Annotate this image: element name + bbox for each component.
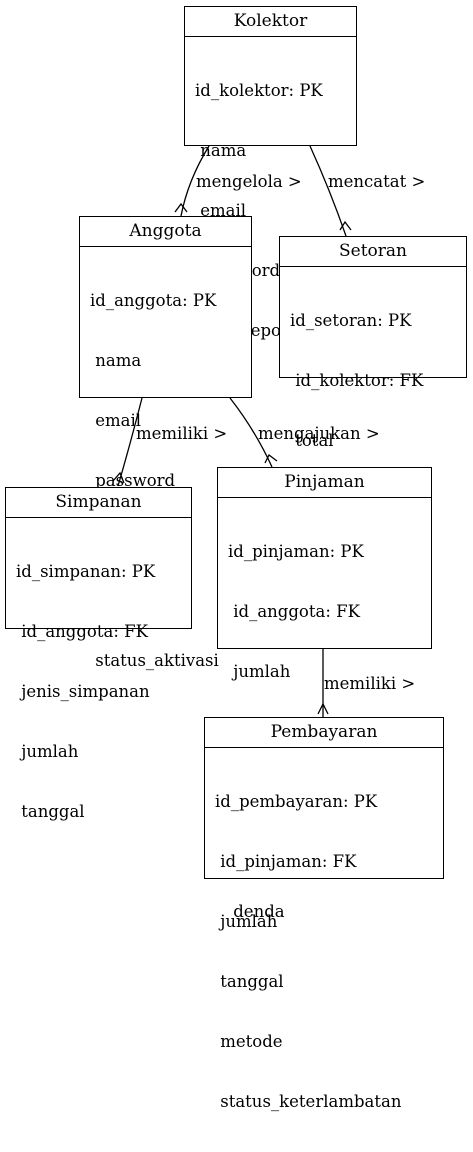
field: id_pinjaman: FK [215,852,357,871]
edge-kolektor-anggota [180,145,210,217]
crowfoot-pinjaman [264,454,278,464]
field: jenis_simpanan [16,682,150,701]
edge-anggota-simpanan [117,397,143,487]
entity-title: Pembayaran [205,718,443,748]
field: id_pinjaman: PK [228,542,364,561]
field: id_pembayaran: PK [215,792,378,811]
entity-title: Anggota [80,217,251,247]
entity-title: Simpanan [6,488,191,518]
entity-fields: id_simpanan: PK id_anggota: FK jenis_sim… [6,518,191,862]
field: tanggal [215,972,284,991]
entity-title: Setoran [280,237,466,267]
field: nama [195,141,247,160]
field: email [90,411,142,430]
crowfoot-pembayaran [317,702,329,715]
field: id_kolektor: FK [290,371,424,390]
field: status_aktivasi [90,651,219,670]
entity-setoran: Setoran id_setoran: PK id_kolektor: FK t… [279,236,467,570]
field: id_setoran: PK [290,311,412,330]
field: total [290,431,334,450]
relation-label-mencatat: mencatat > [328,172,426,191]
entity-title: Pinjaman [218,468,431,498]
field: id_kolektor: PK [195,81,323,100]
relation-label-mengajukan: mengajukan > [258,424,380,443]
field: id_anggota: FK [228,602,360,621]
field: email [195,201,247,220]
field: jumlah [16,742,79,761]
field: jumlah [215,912,278,931]
field: id_anggota: PK [90,291,217,310]
field: id_anggota: FK [16,622,148,641]
crowfoot-setoran [339,220,352,231]
crowfoot-simpanan [112,471,125,484]
edge-anggota-pinjaman [229,397,273,468]
relation-label-memiliki-simpanan: memiliki > [136,424,228,443]
field: status_keterlambatan [215,1092,402,1111]
field: metode [215,1032,283,1051]
field: password [90,471,176,490]
field: nama [90,351,142,370]
entity-fields: id_pembayaran: PK id_pinjaman: FK jumlah… [205,748,443,1152]
relationship-edges [112,145,352,717]
edge-kolektor-setoran [309,145,347,237]
crowfoot-anggota [174,202,188,213]
entity-kolektor: Kolektor id_kolektor: PK nama email pass… [184,6,357,340]
relation-label-memiliki-pembayaran: memiliki > [324,674,416,693]
field: jumlah [228,662,291,681]
entity-pinjaman: Pinjaman id_pinjaman: PK id_anggota: FK … [217,467,432,921]
field: tanggal [16,802,85,821]
entity-anggota: Anggota id_anggota: PK nama email passwo… [79,216,252,670]
entity-simpanan: Simpanan id_simpanan: PK id_anggota: FK … [5,487,192,821]
entity-pembayaran: Pembayaran id_pembayaran: PK id_pinjaman… [204,717,444,1111]
entity-title: Kolektor [185,7,356,37]
field: id_simpanan: PK [16,562,156,581]
relation-label-mengelola: mengelola > [196,172,302,191]
